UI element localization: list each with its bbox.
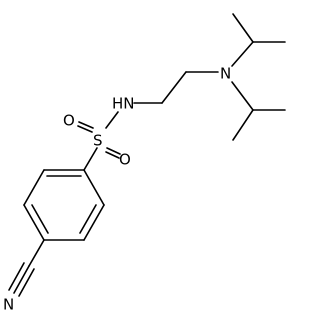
bond-n-ch-lower [231, 81, 254, 111]
triple-bond-a [13, 265, 30, 294]
bond-ring-cn [28, 239, 45, 267]
ring-bond-4 [23, 204, 45, 241]
triple-bond-c [18, 268, 35, 297]
nitrile-group [8, 239, 45, 297]
atom-label-nitrile-n: N [3, 296, 14, 314]
bond-n-ch-upper [231, 41, 254, 67]
molecule-structure: N HN S O O N [3, 13, 286, 314]
bond-s-o-left-a [78, 121, 94, 129]
bond-s-o-right-a [106, 147, 121, 155]
ring-bond-2 [83, 204, 105, 241]
bond-ch2-ch2 [161, 71, 187, 104]
atom-label-amine-n: N [220, 65, 231, 83]
atom-label-oxygen-left: O [63, 112, 75, 130]
bond-s-o-left-b [77, 125, 93, 133]
triple-bond-b [8, 262, 25, 291]
sulfonamide-group [77, 111, 121, 171]
bond-ch-me-lower-down [232, 109, 254, 141]
ring-double-inner-3 [31, 204, 49, 234]
isopropyl-upper [231, 13, 286, 67]
atom-label-amine-nh: HN [112, 95, 135, 113]
ring-bond-5 [23, 169, 45, 206]
isopropyl-lower [231, 81, 286, 141]
ring-double-inner-2 [79, 204, 97, 234]
ring-bond-1 [83, 169, 105, 206]
benzene-ring [23, 169, 105, 241]
atom-label-sulfur: S [93, 132, 103, 150]
bond-ch-me-upper-left [232, 13, 254, 43]
ethylene-linker [133, 71, 219, 104]
bond-s-o-right-b [105, 151, 120, 159]
bond-nh-s [105, 111, 119, 129]
atom-label-oxygen-right: O [119, 151, 131, 169]
bond-s-ring [83, 147, 98, 171]
